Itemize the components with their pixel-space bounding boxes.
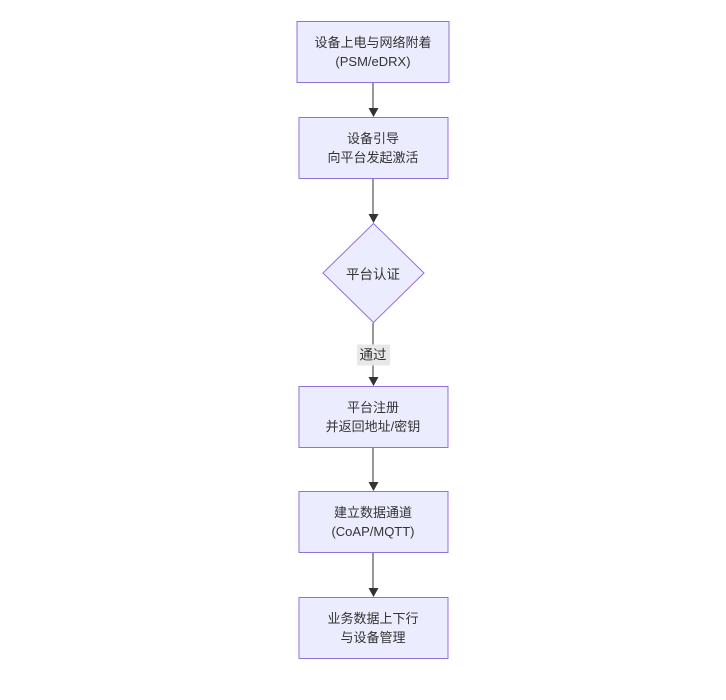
node-business-data: 业务数据上下行 与设备管理 — [297, 597, 448, 659]
edge-c-to-d: 通过 — [353, 323, 393, 386]
decision-platform-auth: 平台认证 — [321, 223, 424, 323]
node-text-line: 向平台发起激活 — [327, 150, 419, 165]
node-platform-register: 平台注册 并返回地址/密钥 — [297, 386, 448, 448]
edge-b-to-c — [353, 179, 393, 223]
node-text-line: 并返回地址/密钥 — [325, 419, 421, 434]
edge-label-pass: 通过 — [356, 344, 390, 365]
arrowhead-icon — [367, 108, 378, 117]
node-text-line: 设备上电与网络附着 — [314, 35, 432, 50]
node-text-line: 与设备管理 — [340, 630, 406, 645]
node-text-line: 设备引导 — [346, 131, 399, 146]
node-text-line: 建立数据通道 — [333, 505, 412, 520]
edge-e-to-f — [353, 553, 393, 597]
node-data-channel: 建立数据通道 (CoAP/MQTT) — [297, 491, 448, 553]
node-text-line: (PSM/eDRX) — [335, 54, 411, 69]
node-text-line: 平台注册 — [346, 400, 399, 415]
edge-line — [372, 448, 374, 482]
arrowhead-icon — [367, 588, 378, 597]
edge-a-to-b — [353, 83, 393, 117]
arrowhead-icon — [367, 377, 378, 386]
edge-line — [372, 553, 374, 588]
arrowhead-icon — [367, 214, 378, 223]
flowchart: 设备上电与网络附着 (PSM/eDRX) 设备引导 向平台发起激活 平台认证 通… — [296, 21, 450, 659]
node-text-line: (CoAP/MQTT) — [331, 524, 415, 539]
decision-label: 平台认证 — [345, 267, 400, 282]
edge-line — [372, 83, 374, 108]
arrowhead-icon — [367, 482, 378, 491]
edge-d-to-e — [353, 448, 393, 491]
edge-line — [372, 179, 374, 214]
node-text-line: 业务数据上下行 — [327, 611, 419, 626]
node-device-power-attach: 设备上电与网络附着 (PSM/eDRX) — [296, 21, 450, 83]
node-device-bootstrap: 设备引导 向平台发起激活 — [297, 117, 448, 179]
diamond-shape — [321, 223, 424, 323]
